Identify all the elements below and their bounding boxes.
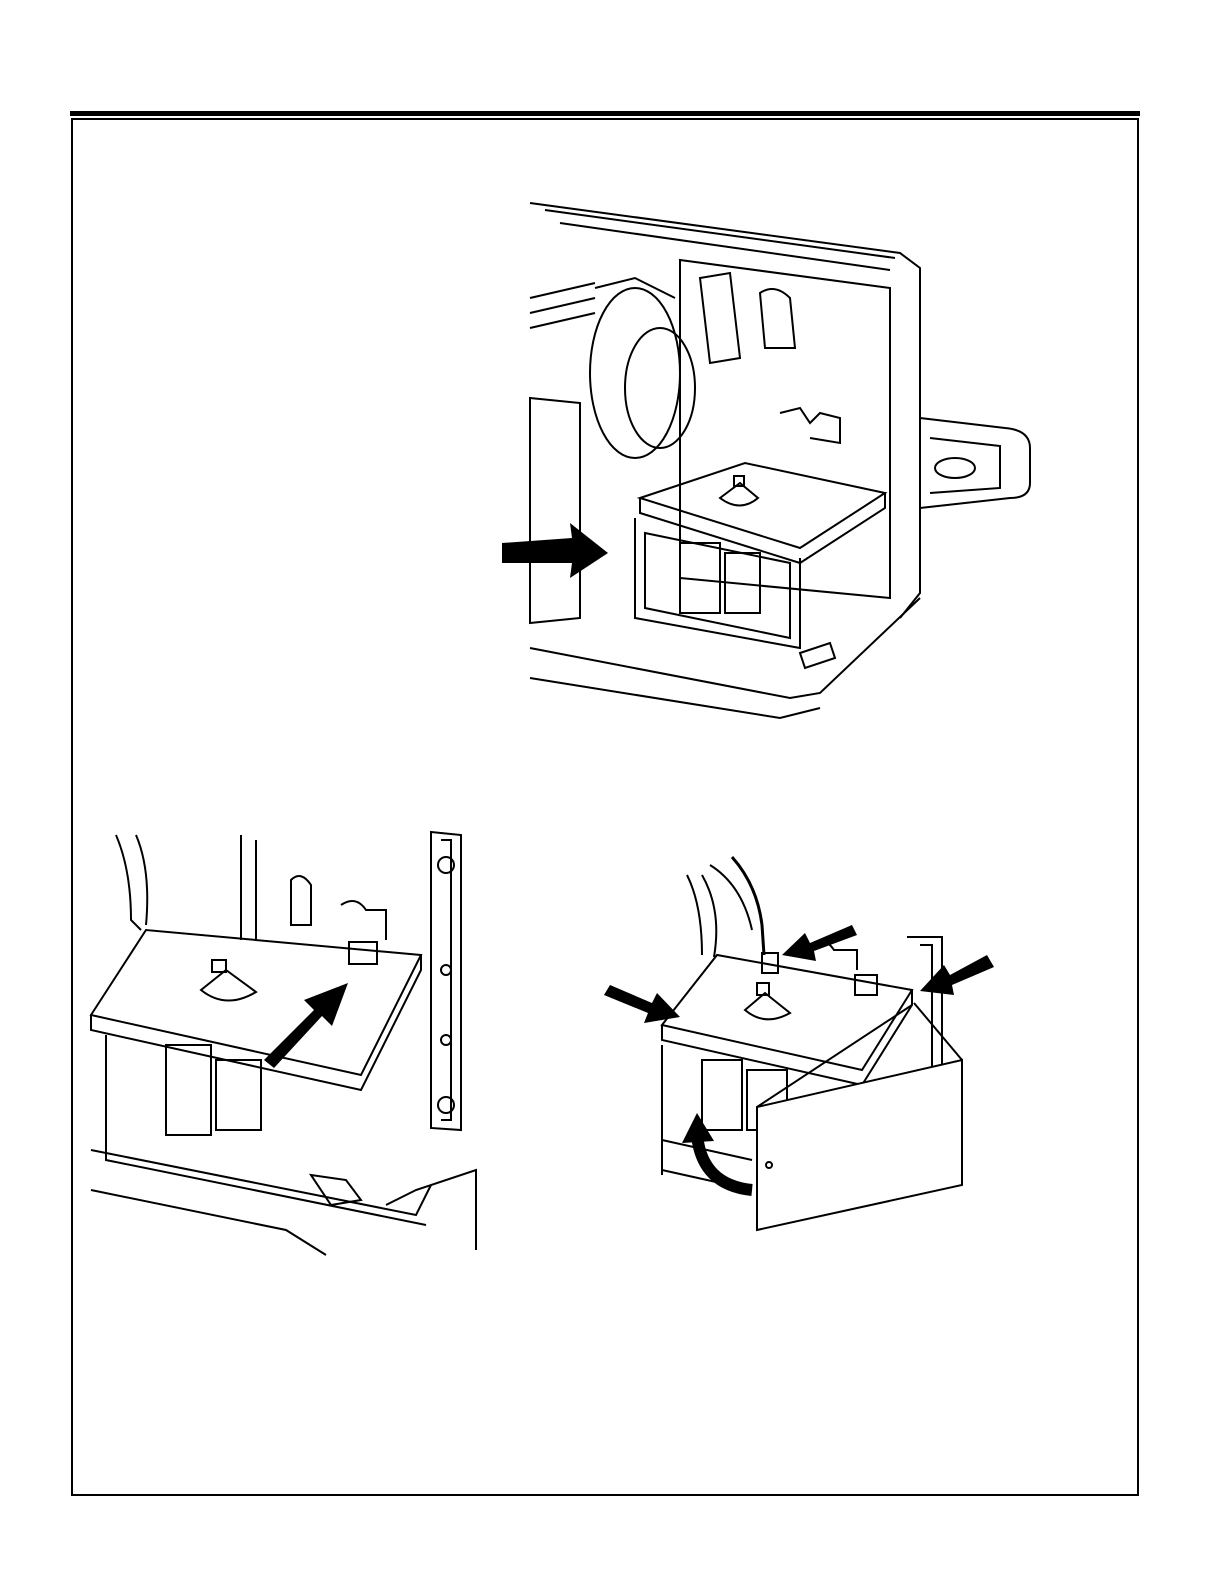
arrow-indicator (502, 523, 608, 578)
arrow-indicator (604, 985, 680, 1023)
arrow-indicator (264, 983, 348, 1068)
top-rule (70, 111, 1140, 116)
figure-ice-maker-assembly-overview (500, 198, 1035, 723)
arrow-indicator (782, 925, 857, 961)
figure-1-drawing (500, 198, 1035, 723)
figure-cover-removal (602, 845, 1007, 1235)
curved-arrow (697, 1135, 752, 1190)
figure-2-drawing (86, 830, 481, 1260)
figure-3-drawing (602, 845, 1007, 1235)
figure-shelf-slide-out (86, 830, 481, 1260)
